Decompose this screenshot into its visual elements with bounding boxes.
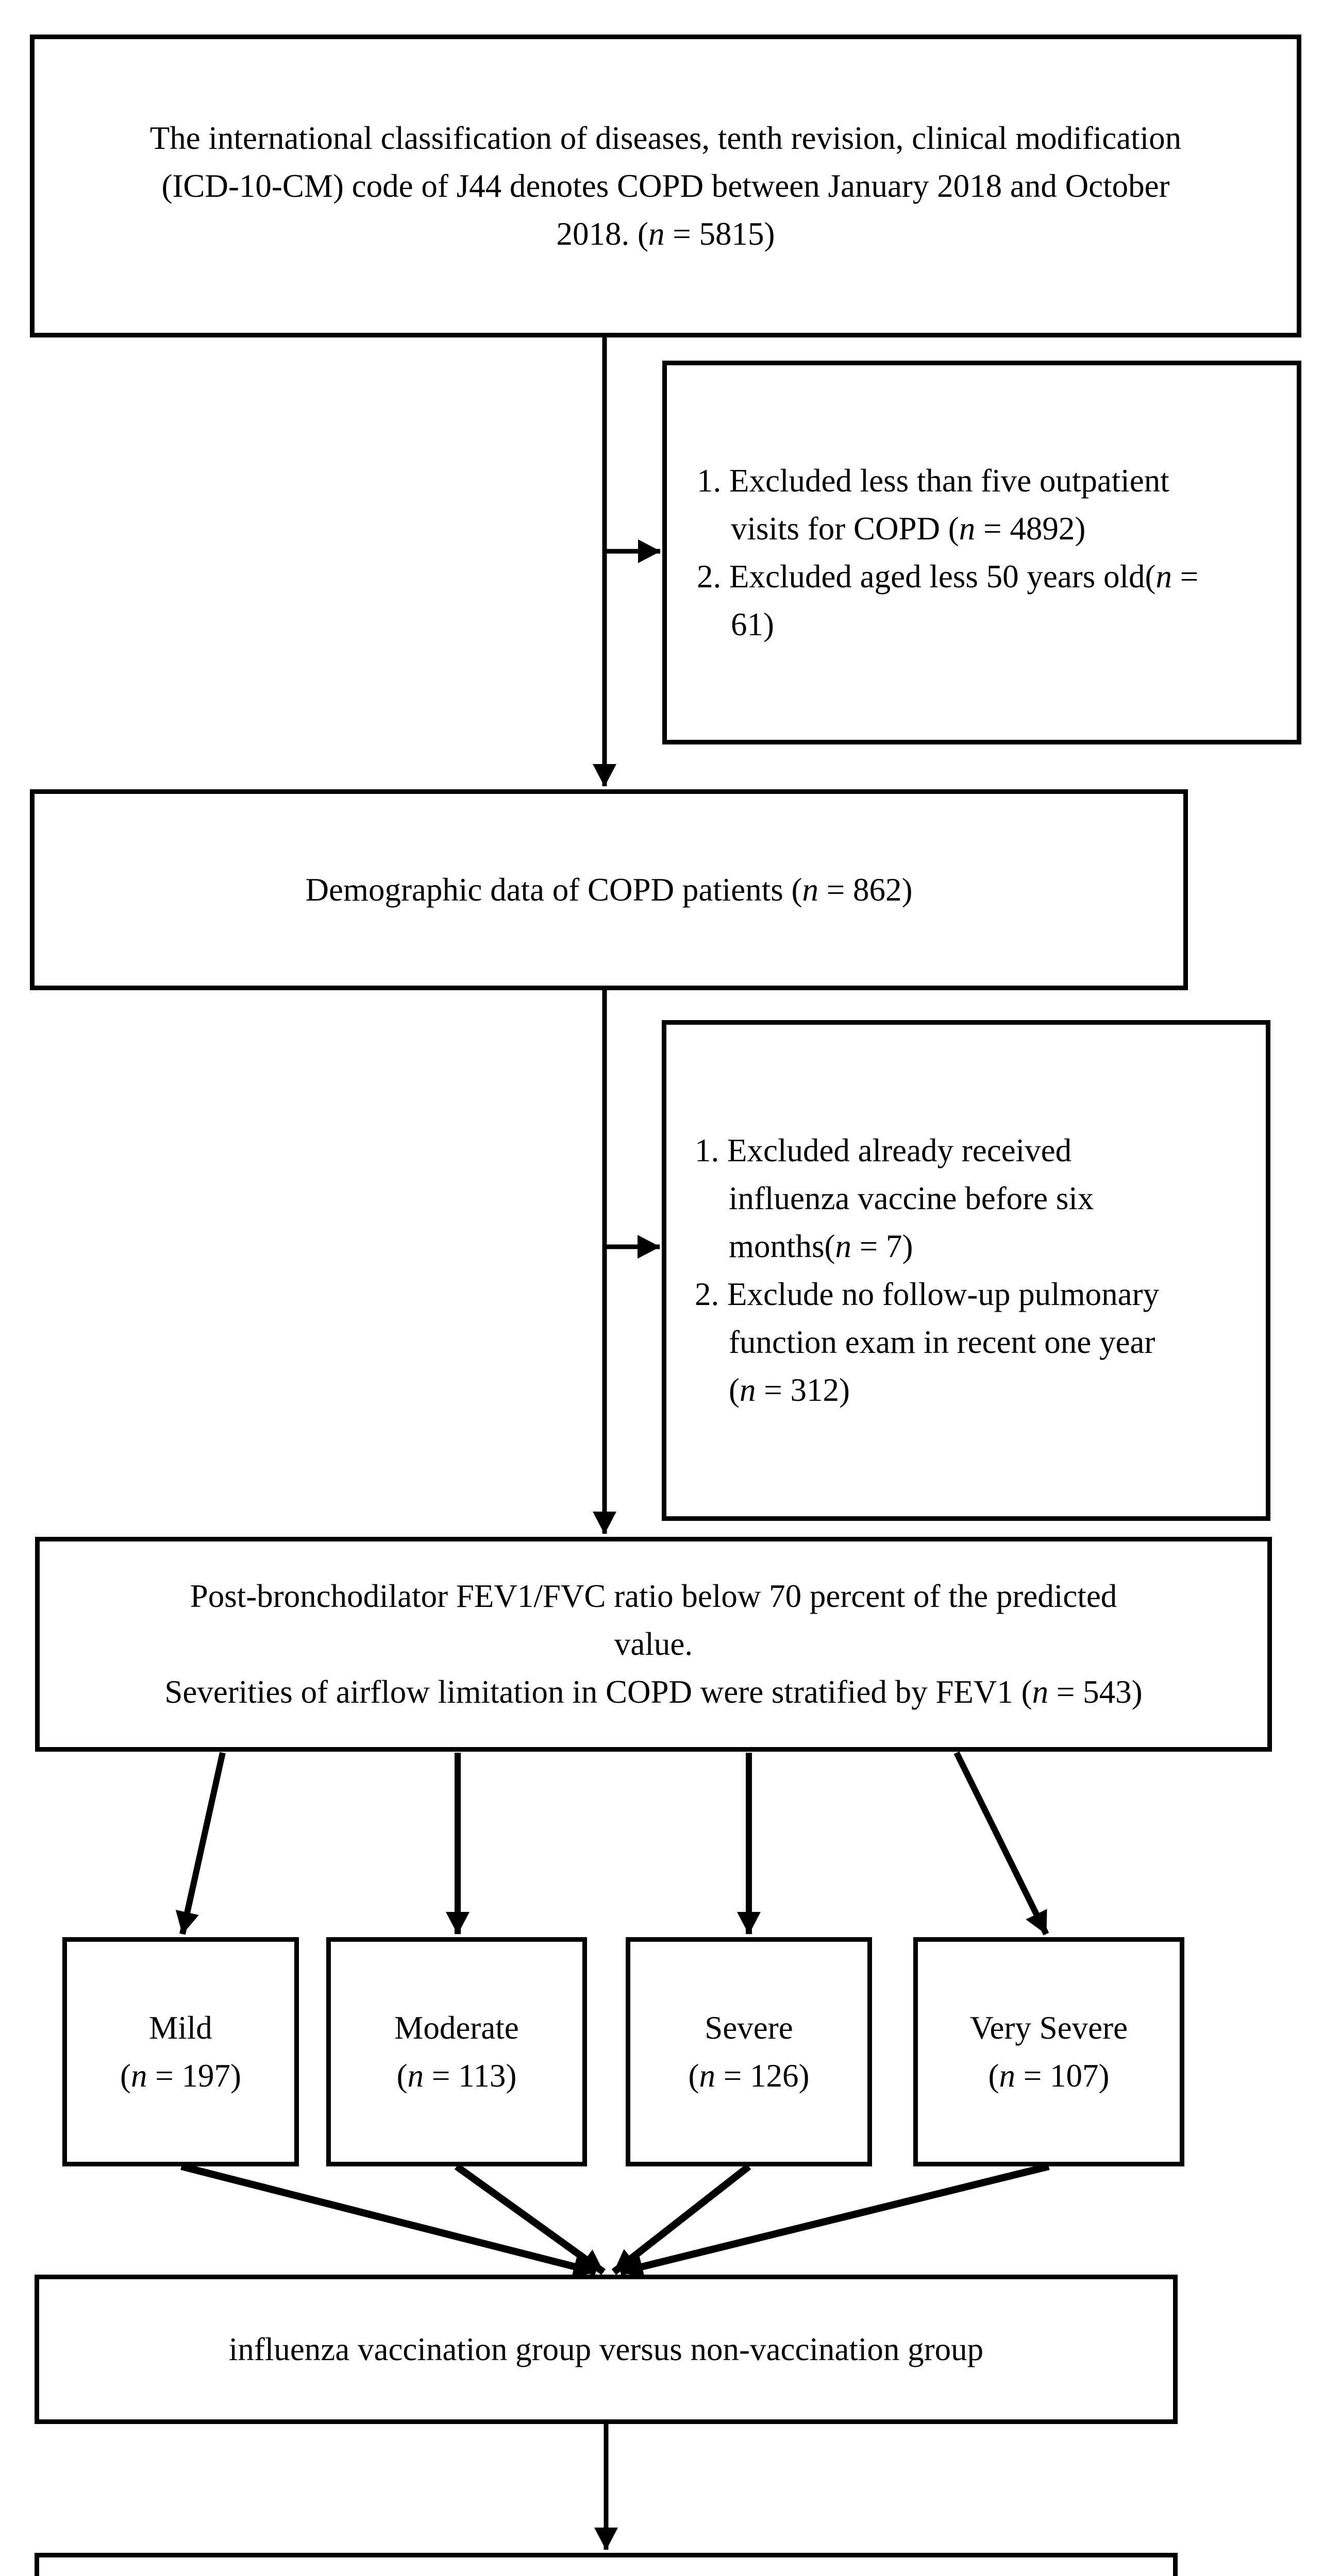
arrow-fev-to-mild	[175, 1752, 226, 1935]
arrow-fev-to-very-severe	[953, 1751, 1049, 1936]
box-icd-cohort: The international classification of dise…	[30, 35, 1301, 337]
text-line: Post-bronchodilator FEV1/FVC ratio below…	[190, 1578, 1117, 1614]
box-severity-severe: Severe (n = 126)	[626, 1937, 872, 2166]
text-line: function exam in recent one year	[729, 1324, 1155, 1360]
box-severity-moderate: Moderate (n = 113)	[326, 1937, 587, 2166]
text-line: visits for COPD (n = 4892)	[731, 510, 1086, 547]
list-item: 2. Exclude no follow-up pulmonary functio…	[695, 1270, 1253, 1414]
text-line: (n = 312)	[729, 1372, 850, 1408]
arrow-severe-to-vaccination	[611, 2163, 751, 2275]
text-line: (ICD-10-CM) code of J44 denotes COPD bet…	[161, 167, 1170, 204]
box-demographic-data: Demographic data of COPD patients (n = 8…	[30, 789, 1188, 990]
arrow-moderate-to-vaccination	[454, 2163, 606, 2275]
text-line: Very Severe	[969, 2009, 1128, 2046]
box-fev-stratification: Post-bronchodilator FEV1/FVC ratio below…	[35, 1537, 1272, 1752]
list-number: 1.	[695, 1132, 719, 1168]
box-exclusion-1: 1. Excluded less than five outpatient vis…	[662, 361, 1301, 744]
text-line: influenza vaccination group versus non-v…	[228, 2331, 984, 2367]
text-line: Severities of airflow limitation in COPD…	[164, 1674, 1143, 1710]
box-vaccination-comparison: influenza vaccination group versus non-v…	[35, 2275, 1178, 2424]
list-item: 1. Excluded less than five outpatient vis…	[697, 457, 1282, 553]
text-line: Severe	[705, 2009, 793, 2046]
list-number: 2.	[697, 558, 722, 595]
text-line: (n = 126)	[688, 2057, 810, 2094]
text-line: 61)	[731, 606, 774, 642]
text-line: 1. Excluded already received	[695, 1132, 1072, 1168]
box-severity-very-severe: Very Severe (n = 107)	[913, 1937, 1184, 2166]
text-line: (n = 113)	[396, 2057, 517, 2094]
text-line: 2018. (n = 5815)	[556, 215, 775, 252]
text-line: Analyzed the outcome of hospital utiliza…	[75, 2572, 1137, 2576]
list-number: 1.	[697, 462, 722, 499]
text-line: (n = 197)	[120, 2057, 241, 2094]
text-line: 2. Exclude no follow-up pulmonary	[695, 1276, 1160, 1312]
text-line: Mild	[149, 2009, 212, 2046]
text-line: The international classification of dise…	[149, 120, 1182, 156]
list-item: 1. Excluded already received influenza va…	[695, 1127, 1253, 1270]
box-exclusion-2: 1. Excluded already received influenza va…	[662, 1020, 1270, 1521]
arrow-mild-to-vaccination	[180, 2163, 597, 2278]
arrow-very-severe-to-vaccination	[619, 2163, 1050, 2279]
text-line: 2. Excluded aged less 50 years old(n =	[697, 558, 1199, 595]
box-severity-mild: Mild (n = 197)	[62, 1937, 299, 2166]
text-line: influenza vaccine before six	[729, 1180, 1094, 1216]
text-line: months(n = 7)	[729, 1228, 913, 1264]
text-line: value.	[614, 1626, 693, 1662]
list-number: 2.	[695, 1276, 719, 1312]
text-line: (n = 107)	[988, 2057, 1110, 2094]
list-item: 2. Excluded aged less 50 years old(n = 61…	[697, 553, 1282, 649]
text-line: Demographic data of COPD patients (n = 8…	[305, 871, 913, 908]
text-line: 1. Excluded less than five outpatient	[697, 462, 1169, 499]
text-line: Moderate	[394, 2009, 519, 2046]
box-outcome-analysis: Analyzed the outcome of hospital utiliza…	[35, 2553, 1178, 2576]
